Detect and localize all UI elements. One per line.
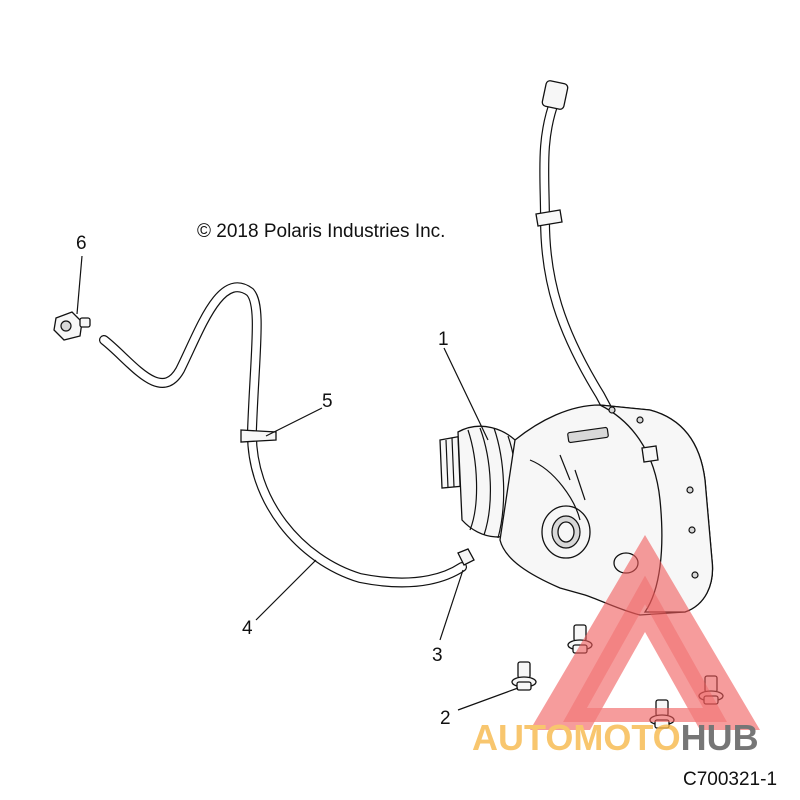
vent-plug <box>457 548 475 566</box>
automotohub-watermark: AUTOMOTOHUB <box>472 535 760 758</box>
callout-1: 1 <box>438 329 449 350</box>
diagram-code: C700321-1 <box>683 769 777 790</box>
callout-3: 3 <box>432 645 443 666</box>
leader-lines <box>76 255 519 711</box>
vent-fitting <box>53 311 91 341</box>
vent-hose-assembly <box>53 282 475 588</box>
callout-2: 2 <box>440 708 451 729</box>
callout-4: 4 <box>242 618 253 639</box>
hose-clip <box>240 429 277 443</box>
callout-6: 6 <box>76 233 87 254</box>
callout-5: 5 <box>322 391 333 412</box>
copyright-text: © 2018 Polaris Industries Inc. <box>197 221 445 242</box>
svg-text:AUTOMOTOHUB: AUTOMOTOHUB <box>472 717 759 758</box>
watermark-text-hub: HUB <box>681 717 759 758</box>
upper-vent-hose <box>535 80 613 415</box>
watermark-text-automoto: AUTOMOTO <box>472 717 681 758</box>
